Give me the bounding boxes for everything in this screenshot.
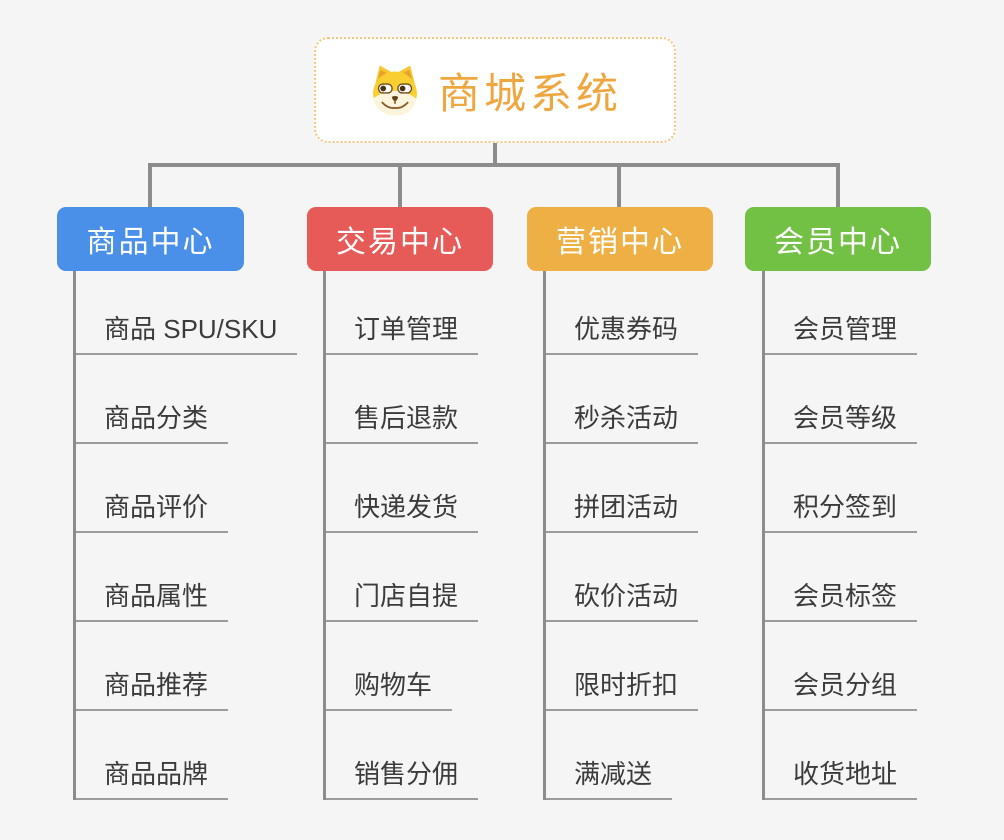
connector-drop-marketing [617,163,621,207]
leaf-column-marketing: 优惠券码 秒杀活动 拼团活动 砍价活动 限时折扣 满减送 [543,271,699,800]
leaf-item: 商品推荐 [76,622,297,711]
leaf-topic[interactable]: 商品分类 [76,398,229,444]
leaf-item: 门店自提 [326,533,479,622]
root-topic[interactable]: 商城系统 [314,37,676,143]
leaf-item: 会员分组 [765,622,918,711]
leaf-item: 会员等级 [765,355,918,444]
leaf-item: 限时折扣 [546,622,699,711]
leaf-topic[interactable]: 商品品牌 [76,754,229,800]
leaf-column-members: 会员管理 会员等级 积分签到 会员标签 会员分组 收货地址 [762,271,918,800]
leaf-item: 拼团活动 [546,444,699,533]
leaf-topic[interactable]: 销售分佣 [326,754,479,800]
leaf-topic[interactable]: 会员标签 [765,576,918,622]
leaf-item: 会员标签 [765,533,918,622]
leaf-topic[interactable]: 商品推荐 [76,665,229,711]
leaf-item: 积分签到 [765,444,918,533]
leaf-item: 商品属性 [76,533,297,622]
leaf-topic[interactable]: 订单管理 [326,309,479,355]
leaf-topic[interactable]: 秒杀活动 [546,398,699,444]
leaf-item: 销售分佣 [326,711,479,800]
leaf-topic[interactable]: 商品评价 [76,487,229,533]
leaf-item: 快递发货 [326,444,479,533]
leaf-topic[interactable]: 门店自提 [326,576,479,622]
leaf-item: 砍价活动 [546,533,699,622]
leaf-topic[interactable]: 商品 SPU/SKU [76,309,298,355]
leaf-item: 优惠券码 [546,271,699,355]
leaf-topic[interactable]: 购物车 [326,665,453,711]
leaf-topic[interactable]: 限时折扣 [546,665,699,711]
leaf-topic[interactable]: 快递发货 [326,487,479,533]
leaf-item: 售后退款 [326,355,479,444]
leaf-item: 会员管理 [765,271,918,355]
connector-drop-trade [398,163,402,207]
leaf-topic[interactable]: 会员分组 [765,665,918,711]
leaf-column-trade: 订单管理 售后退款 快递发货 门店自提 购物车 销售分佣 [323,271,479,800]
leaf-item: 商品分类 [76,355,297,444]
leaf-topic[interactable]: 会员等级 [765,398,918,444]
connector-drop-members [836,163,840,207]
leaf-item: 商品品牌 [76,711,297,800]
leaf-item: 满减送 [546,711,698,800]
connector-root-stub [493,143,497,167]
leaf-item: 秒杀活动 [546,355,699,444]
root-topic-label: 商城系统 [437,69,622,117]
leaf-item: 商品评价 [76,444,297,533]
connector-drop-products [148,163,152,207]
leaf-topic[interactable]: 满减送 [546,754,673,800]
branch-node-products[interactable]: 商品中心 [57,207,244,271]
doge-icon [373,65,417,116]
leaf-topic[interactable]: 售后退款 [326,398,479,444]
branch-node-trade[interactable]: 交易中心 [307,207,493,271]
leaf-topic[interactable]: 收货地址 [765,754,918,800]
leaf-column-products: 商品 SPU/SKU 商品分类 商品评价 商品属性 商品推荐 商品品牌 [73,271,298,800]
leaf-item: 订单管理 [326,271,479,355]
leaf-item: 收货地址 [765,711,918,800]
leaf-topic[interactable]: 会员管理 [765,309,918,355]
leaf-topic[interactable]: 优惠券码 [546,309,699,355]
branch-node-members[interactable]: 会员中心 [745,207,931,271]
branch-node-marketing[interactable]: 营销中心 [527,207,713,271]
leaf-topic[interactable]: 积分签到 [765,487,918,533]
leaf-item: 购物车 [326,622,478,711]
leaf-topic[interactable]: 商品属性 [76,576,229,622]
leaf-topic[interactable]: 拼团活动 [546,487,699,533]
leaf-topic[interactable]: 砍价活动 [546,576,699,622]
connector-bus [149,163,840,167]
leaf-item: 商品 SPU/SKU [76,271,298,355]
